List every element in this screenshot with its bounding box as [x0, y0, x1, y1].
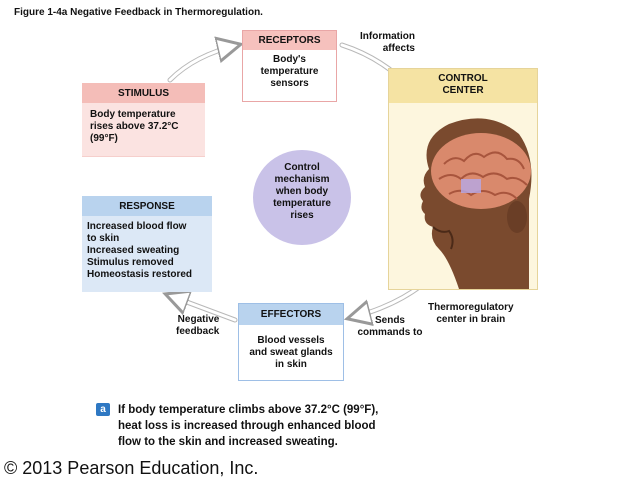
figure-title: Figure 1-4a Negative Feedback in Thermor… [14, 7, 263, 18]
sends-commands-label: Sends commands to [357, 315, 423, 338]
effectors-box: EFFECTORS Blood vessels and sweat glands… [238, 303, 344, 381]
hypothalamus-marker [461, 179, 481, 193]
effectors-text: Blood vessels and sweat glands in skin [249, 335, 333, 370]
receptors-title: RECEPTORS [243, 31, 336, 50]
response-box: RESPONSE Increased blood flow to skin In… [82, 196, 212, 292]
caption-text: If body temperature climbs above 37.2°C … [118, 404, 379, 448]
negative-feedback-label: Negative feedback [176, 314, 220, 337]
control-center-title: CONTROL CENTER [389, 69, 537, 103]
copyright: © 2013 Pearson Education, Inc. [4, 458, 259, 478]
head-brain-illustration [420, 118, 532, 289]
caption-badge: a [96, 403, 110, 416]
receptors-box: RECEPTORS Body's temperature sensors [242, 30, 337, 102]
effectors-title: EFFECTORS [239, 304, 343, 325]
information-affects-label: Information affects [360, 31, 415, 54]
thermoregulatory-center-label: Thermoregulatory center in brain [428, 302, 514, 325]
arrow-stimulus-to-receptors [167, 42, 241, 83]
stimulus-box: STIMULUS Body temperature rises above 37… [82, 83, 205, 157]
control-center-box: CONTROL CENTER [388, 68, 538, 290]
control-mechanism-text: Control mechanism when body temperature … [273, 162, 331, 221]
response-title: RESPONSE [82, 196, 212, 216]
stimulus-text: Body temperature rises above 37.2°C (99°… [82, 103, 205, 156]
response-text: Increased blood flow to skin Increased s… [87, 221, 193, 280]
stimulus-title: STIMULUS [82, 83, 205, 103]
control-mechanism-circle: Control mechanism when body temperature … [253, 150, 351, 245]
receptors-text: Body's temperature sensors [260, 54, 319, 89]
